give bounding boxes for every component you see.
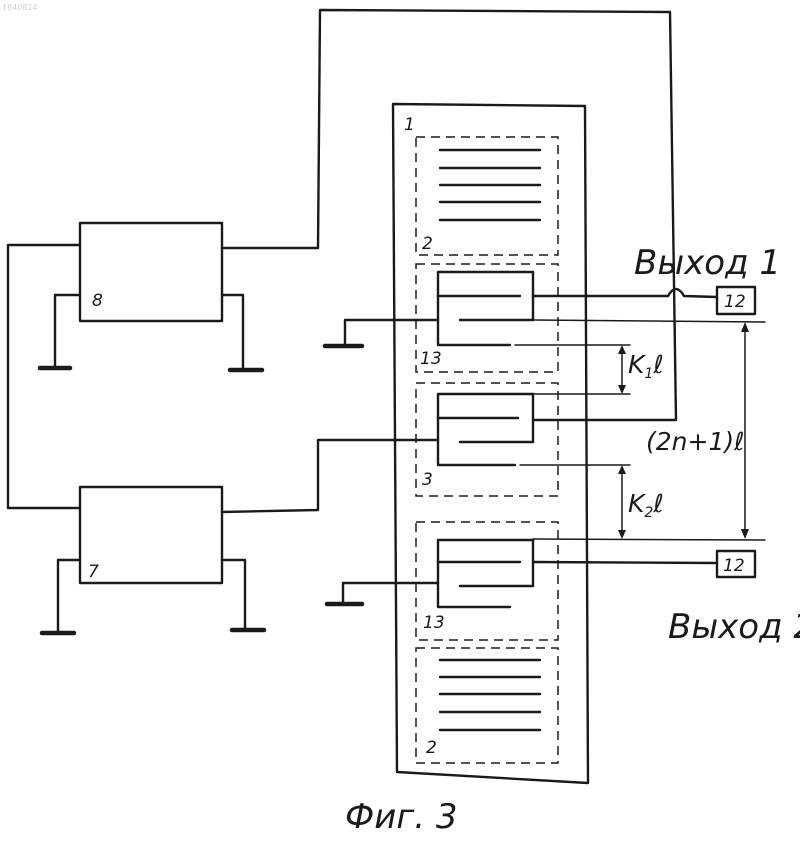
substrate-1-label: 1 — [404, 115, 415, 135]
output-2-label: Выход 2 — [668, 607, 800, 647]
load-12-bottom-label: 12 — [723, 556, 745, 576]
load-12-top-label: 12 — [724, 292, 746, 312]
dim-k1-suffix: ℓ — [652, 350, 663, 379]
reflector-bottom: 2 — [416, 648, 558, 763]
wire-block7-transducer3 — [222, 440, 438, 512]
svg-text:K2ℓ: K2ℓ — [628, 489, 664, 521]
dimension-k1: K1ℓ — [618, 345, 664, 394]
figure-caption: Фиг. 3 — [345, 797, 457, 837]
dimension-k2: K2ℓ — [618, 465, 664, 539]
output-1-label: Выход 1 — [634, 243, 781, 283]
ground-transducer-top — [345, 320, 438, 345]
ground-transducer-bottom — [343, 583, 438, 603]
block-7-label: 7 — [88, 562, 99, 582]
reflector-top: 2 — [416, 137, 558, 255]
document-number: 1840814 — [2, 3, 38, 12]
dim-total-label: (2n+1)ℓ — [646, 427, 744, 456]
dim-k2-suffix: ℓ — [652, 489, 663, 518]
reflector-bottom-label: 2 — [426, 738, 437, 758]
dim-k2-sub: 2 — [644, 505, 653, 521]
transducer-13-bottom-label: 13 — [423, 613, 445, 633]
transducer-13-top-label: 13 — [420, 349, 442, 369]
block-8-label: 8 — [92, 291, 103, 311]
wire-output-1 — [533, 289, 717, 297]
transducer-13-top: 13 — [416, 264, 558, 372]
transducer-3-label: 3 — [422, 470, 433, 490]
reflector-top-label: 2 — [422, 234, 433, 254]
link-8-7 — [8, 245, 80, 508]
wire-output-2 — [533, 562, 717, 563]
wire-block8-top — [222, 10, 676, 420]
dim-k1-sub: 1 — [644, 366, 653, 382]
svg-text:K1ℓ: K1ℓ — [628, 350, 664, 382]
